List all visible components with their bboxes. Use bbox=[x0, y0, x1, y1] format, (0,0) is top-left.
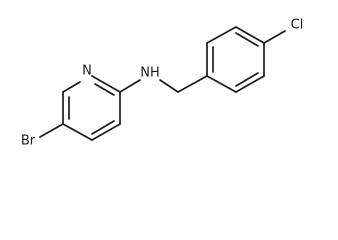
bond-c2-nh bbox=[119, 79, 141, 93]
bond-b2-b3 bbox=[206, 26, 237, 44]
bond-ch2-ring bbox=[177, 75, 208, 93]
double-bond-n1-c2 bbox=[94, 83, 115, 96]
atom-label-chlorine: Cl bbox=[291, 18, 304, 33]
atom-label-bromine: Br bbox=[21, 134, 36, 149]
double-bond-b3-b4 bbox=[235, 32, 259, 47]
bond-c3-c4 bbox=[91, 123, 121, 141]
double-bond-b5-b6 bbox=[235, 72, 259, 87]
bond-c5-br bbox=[39, 123, 64, 138]
bond-b3-b4 bbox=[235, 26, 265, 44]
atom-label-pyridine-n: N bbox=[82, 64, 92, 79]
atom-label-amine: NH bbox=[140, 66, 160, 81]
bond-nh-ch2 bbox=[159, 79, 179, 93]
bond-c4-c5 bbox=[62, 123, 93, 141]
bond-b6-b1 bbox=[206, 75, 237, 93]
bond-c6-n1 bbox=[62, 81, 81, 93]
chlorophenyl-ring bbox=[206, 26, 265, 93]
pyridine-ring bbox=[62, 75, 121, 141]
double-bond-c3-c4 bbox=[91, 120, 115, 135]
bond-b5-b6 bbox=[235, 75, 265, 93]
bond-n1-c2 bbox=[91, 75, 121, 93]
bond-b4-cl bbox=[263, 30, 286, 44]
chemical-structure: N NH Br Cl bbox=[21, 18, 304, 149]
